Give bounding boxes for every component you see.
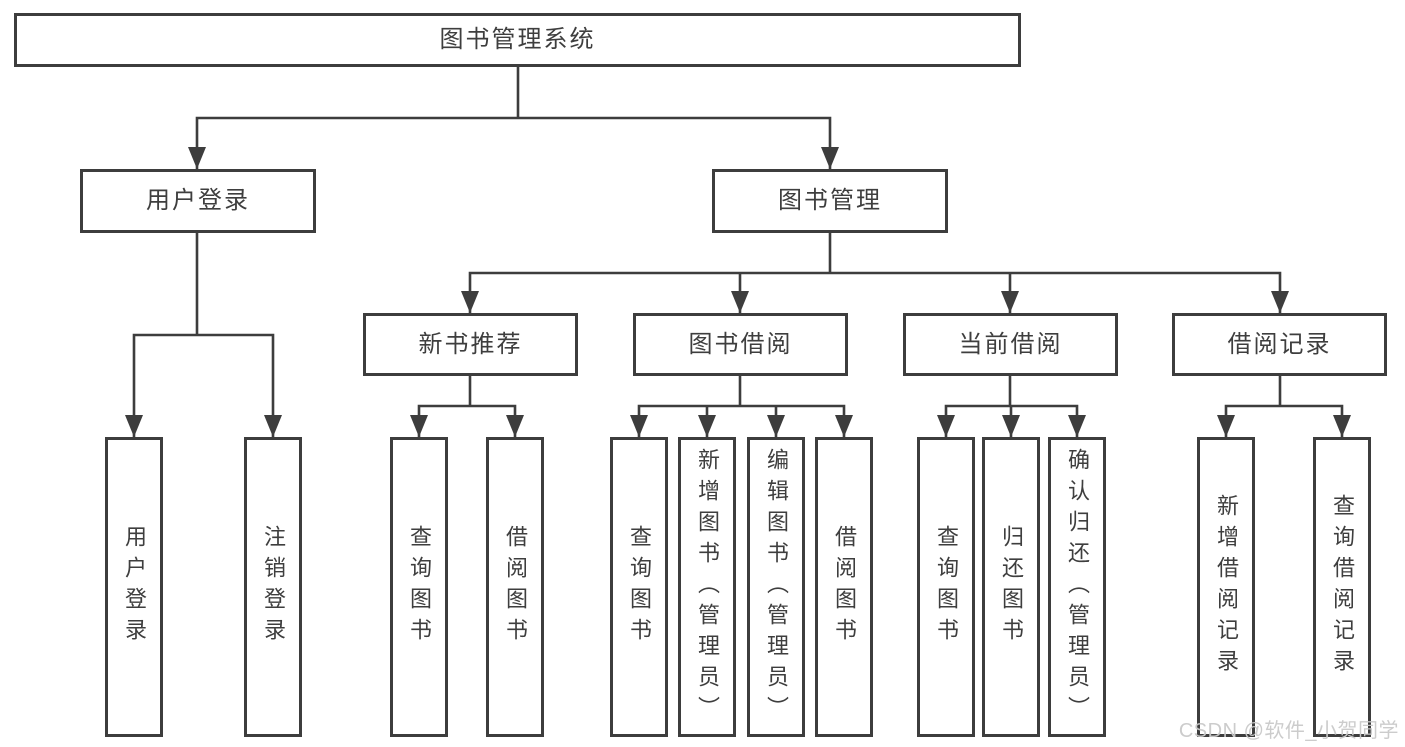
leaf-add-book-admin: 新增图书（管理员） (678, 437, 736, 737)
node-label: 图书管理系统 (439, 26, 596, 53)
leaf-user-login: 用户登录 (105, 437, 163, 737)
leaf-logout: 注销登录 (244, 437, 302, 737)
node-user-login: 用户登录 (80, 169, 316, 233)
node-label: 新书推荐 (418, 330, 523, 358)
leaf-borrow-books-borrow: 借阅图书 (815, 437, 873, 737)
node-label: 当前借阅 (958, 330, 1063, 358)
node-label: 确认归还（管理员） (1065, 447, 1090, 727)
leaf-return-book: 归还图书 (982, 437, 1040, 737)
node-book-borrow: 图书借阅 (633, 313, 848, 376)
node-label: 借阅图书 (832, 525, 857, 649)
leaf-confirm-return-admin: 确认归还（管理员） (1048, 437, 1106, 737)
node-label: 新增图书（管理员） (695, 447, 720, 727)
node-label: 图书管理 (778, 187, 882, 214)
node-label: 新增借阅记录 (1214, 494, 1239, 680)
node-label: 查询图书 (407, 525, 432, 649)
node-label: 借阅记录 (1227, 330, 1332, 358)
node-book-management: 图书管理 (712, 169, 948, 233)
node-current-borrow: 当前借阅 (903, 313, 1118, 376)
node-label: 借阅图书 (503, 525, 528, 649)
node-book-management-system: 图书管理系统 (14, 13, 1021, 67)
node-label: 编辑图书（管理员） (764, 447, 789, 727)
node-label: 用户登录 (146, 187, 250, 214)
leaf-query-borrow-record: 查询借阅记录 (1313, 437, 1371, 737)
leaf-edit-book-admin: 编辑图书（管理员） (747, 437, 805, 737)
node-label: 查询图书 (934, 525, 959, 649)
node-label: 查询图书 (627, 525, 652, 649)
leaf-query-books-borrow: 查询图书 (610, 437, 668, 737)
node-label: 查询借阅记录 (1330, 494, 1355, 680)
leaf-query-books-recommend: 查询图书 (390, 437, 448, 737)
node-label: 注销登录 (261, 525, 286, 649)
node-new-book-recommend: 新书推荐 (363, 313, 578, 376)
csdn-watermark: CSDN @软件_小贺同学 (1178, 720, 1399, 742)
leaf-query-books-current: 查询图书 (917, 437, 975, 737)
node-label: 图书借阅 (688, 330, 793, 358)
node-label: 用户登录 (122, 525, 147, 649)
leaf-borrow-books-recommend: 借阅图书 (486, 437, 544, 737)
node-borrow-records: 借阅记录 (1172, 313, 1387, 376)
node-label: 归还图书 (999, 525, 1024, 649)
leaf-add-borrow-record: 新增借阅记录 (1197, 437, 1255, 737)
